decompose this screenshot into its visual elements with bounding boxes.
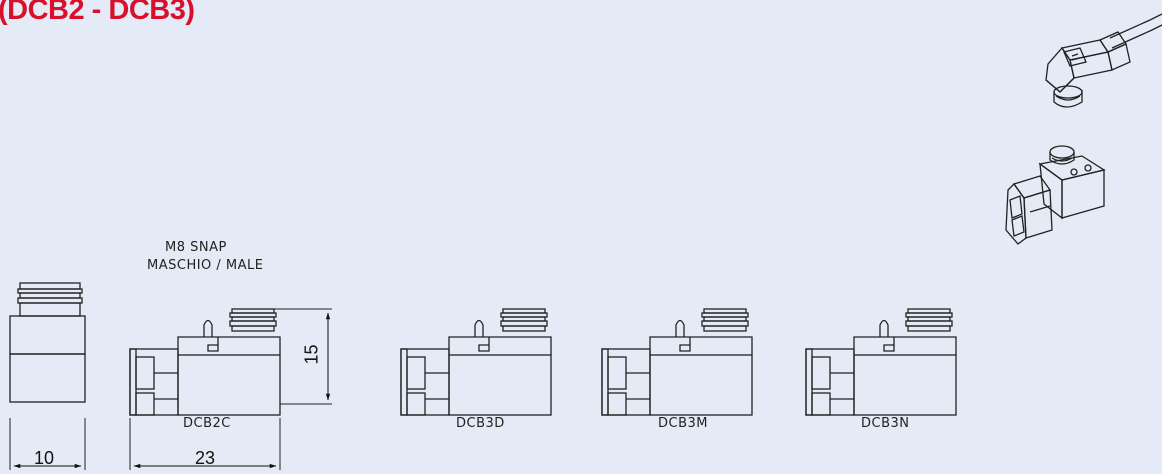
connector-dcb3m: [601, 308, 753, 416]
connector-dcb2c: [129, 308, 281, 416]
iso-view-cable: [1045, 13, 1162, 108]
connector-dcb3n: [805, 308, 957, 416]
page-title: (DCB2 - DCB3): [0, 0, 195, 26]
side-view: [9, 282, 86, 403]
dimension-width-front: 23: [195, 448, 216, 468]
caption-line-2: MASCHIO / MALE: [147, 258, 264, 273]
model-label-dcb3n: DCB3N: [861, 416, 910, 431]
model-label-dcb3m: DCB3M: [658, 416, 708, 431]
iso-view-body: [1005, 145, 1106, 245]
connector-dcb3d: [400, 308, 552, 416]
model-label-dcb2c: DCB2C: [183, 416, 231, 431]
caption-line-1: M8 SNAP: [165, 240, 227, 255]
dimension-width-side: 10: [34, 448, 55, 468]
dimension-height: 15: [301, 344, 322, 365]
model-label-dcb3d: DCB3D: [456, 416, 505, 431]
